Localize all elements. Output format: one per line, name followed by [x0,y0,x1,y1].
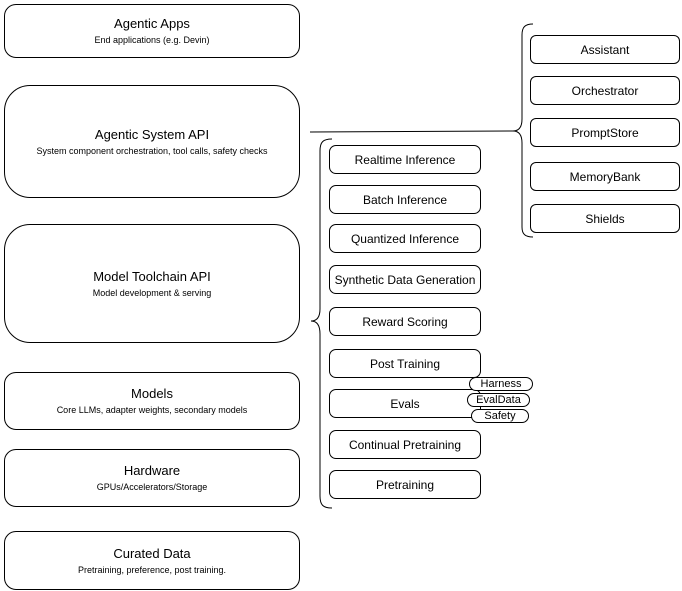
node-subtitle: Core LLMs, adapter weights, secondary mo… [56,405,248,415]
node-batch-inference: Batch Inference [329,185,481,214]
node-subtitle: Model development & serving [92,287,212,298]
tag-safety: Safety [471,409,529,423]
node-pretraining: Pretraining [329,470,481,499]
node-synthetic-data-generation: Synthetic Data Generation [329,265,481,294]
node-quantized-inference: Quantized Inference [329,224,481,253]
node-post-training: Post Training [329,349,481,378]
node-agentic-apps: Agentic Apps End applications (e.g. Devi… [4,4,300,58]
node-title: Agentic System API [94,126,210,142]
node-title: Agentic Apps [114,16,190,31]
node-model-toolchain-api: Model Toolchain API Model development & … [4,224,300,343]
node-continual-pretraining: Continual Pretraining [329,430,481,459]
node-agentic-system-api: Agentic System API System component orch… [4,85,300,198]
node-memorybank: MemoryBank [530,162,680,191]
node-subtitle: End applications (e.g. Devin) [94,35,210,45]
node-reward-scoring: Reward Scoring [329,307,481,336]
node-assistant: Assistant [530,35,680,64]
tag-harness: Harness [469,377,533,391]
node-orchestrator: Orchestrator [530,76,680,105]
node-shields: Shields [530,204,680,233]
node-curated-data: Curated Data Pretraining, preference, po… [4,531,300,590]
node-subtitle: Pretraining, preference, post training. [77,564,227,575]
node-hardware: Hardware GPUs/Accelerators/Storage [4,449,300,507]
node-title: Model Toolchain API [93,268,211,284]
node-models: Models Core LLMs, adapter weights, secon… [4,372,300,430]
system-api-connector-line [309,130,514,133]
node-title: Curated Data [113,545,191,561]
node-subtitle: GPUs/Accelerators/Storage [96,482,208,492]
node-title: Hardware [123,463,181,478]
node-realtime-inference: Realtime Inference [329,145,481,174]
node-promptstore: PromptStore [530,118,680,147]
node-subtitle: System component orchestration, tool cal… [36,145,268,156]
node-evals: Evals [329,389,481,418]
node-title: Models [131,386,173,401]
tag-evaldata: EvalData [467,393,530,407]
